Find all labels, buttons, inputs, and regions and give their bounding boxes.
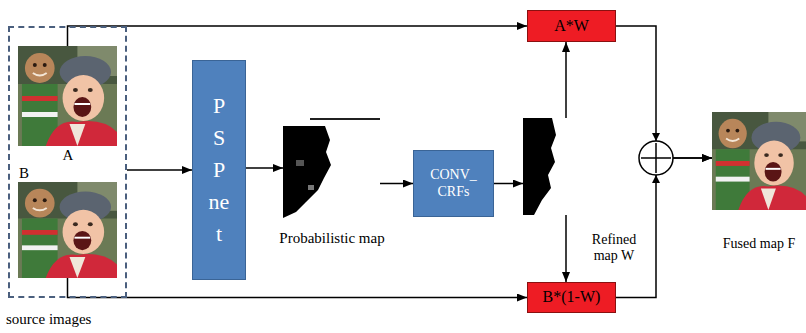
arrowhead [652, 133, 660, 141]
source-image: A [18, 46, 117, 146]
flow-arrow [616, 158, 712, 298]
process-box: CONV_ CRFs [413, 150, 494, 217]
box-label: A*W [550, 17, 593, 35]
flow-arrow [494, 183, 523, 185]
flow-arrow [565, 42, 567, 118]
flow-arrow [565, 215, 567, 282]
image-label: Probabilistic map [277, 230, 387, 247]
sum-circle [639, 141, 673, 175]
operation-box: B*(1-W) [527, 282, 616, 313]
source-image: B [18, 182, 117, 278]
network-box: PSPnet [192, 60, 246, 280]
image-label: Fused map F [716, 236, 802, 252]
photo-a [18, 46, 117, 146]
box-label: CONV_ CRFs [414, 167, 493, 199]
probabilistic-map-image [283, 118, 380, 218]
image-label: B [19, 165, 39, 182]
image-label: Refined map W [583, 232, 645, 264]
refined-map-image [523, 118, 569, 215]
box-label: B*(1-W) [539, 288, 605, 306]
operation-box: A*W [527, 10, 616, 42]
image-label: source images [6, 311, 146, 328]
box-label: PSPnet [208, 90, 230, 250]
image-label: A [58, 147, 78, 164]
flow-arrow [616, 26, 712, 158]
sum-cross [641, 143, 671, 173]
flow-arrow [246, 167, 283, 169]
flow-arrow [380, 183, 413, 185]
flow-arrow [127, 169, 192, 171]
source-group: source imagesAB [8, 26, 127, 298]
fused-photo [712, 112, 806, 210]
flow-arrow [68, 26, 528, 46]
fused-image: Fused map F [712, 112, 806, 210]
flow-arrow [68, 278, 528, 298]
map-image: Probabilistic map [283, 118, 380, 218]
map-image: Refined map W [523, 118, 569, 215]
arrowhead [652, 175, 660, 183]
photo-b [18, 182, 117, 278]
